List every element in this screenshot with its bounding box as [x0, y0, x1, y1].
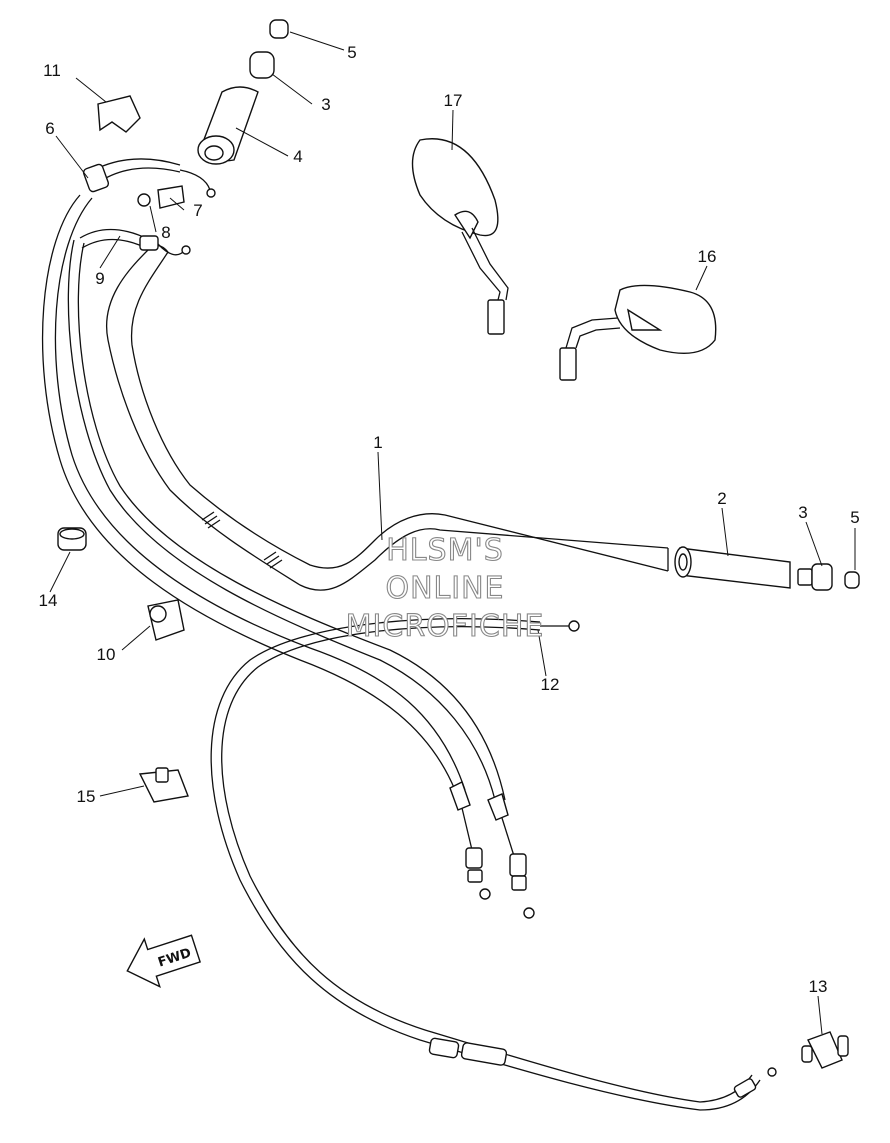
clutch-switch: [801, 1031, 849, 1069]
callout-13: 13: [809, 977, 828, 996]
callout-3: 3: [321, 95, 330, 114]
clamp-15: [138, 767, 189, 803]
callout-9: 9: [95, 269, 104, 288]
callout-16: 16: [698, 247, 717, 266]
callout-3-right: 3: [798, 503, 807, 522]
callout-5-right: 5: [850, 508, 859, 527]
callout-17: 17: [444, 91, 463, 110]
clamp-14: [57, 527, 87, 551]
callout-7: 7: [193, 201, 202, 220]
clutch-cable: [210, 618, 777, 1111]
forward-arrow: FWD: [126, 934, 201, 988]
right-grip: [674, 546, 791, 589]
callout-2: 2: [717, 489, 726, 508]
watermark-line-3: MICROFICHE: [346, 609, 545, 644]
callout-15: 15: [77, 787, 96, 806]
callout-8: 8: [161, 223, 170, 242]
callout-labels: 1 2 3 3 4 5 5 6 7 8 9 10 11 12 13 14 15 …: [39, 43, 860, 996]
callout-14: 14: [39, 591, 58, 610]
clamp-10: [147, 599, 185, 641]
callout-10: 10: [97, 645, 116, 664]
throttle-cables: [41, 194, 535, 919]
mirror-right: [559, 284, 717, 381]
callout-4: 4: [293, 147, 302, 166]
grip-end-right: [797, 563, 860, 591]
callout-11: 11: [43, 61, 61, 80]
throttle-housing: [79, 95, 216, 256]
callout-1: 1: [373, 433, 382, 452]
throttle-grip: [197, 19, 289, 165]
callout-12: 12: [541, 675, 560, 694]
watermark-line-2: ONLINE: [385, 571, 504, 606]
callout-5: 5: [347, 43, 356, 62]
watermark-line-1: HLSM'S: [386, 533, 504, 568]
watermark: HLSM'S ONLINE MICROFICHE: [345, 532, 545, 644]
callout-6: 6: [45, 119, 54, 138]
mirror-left: [411, 138, 509, 335]
leader-lines: [49, 31, 856, 1035]
